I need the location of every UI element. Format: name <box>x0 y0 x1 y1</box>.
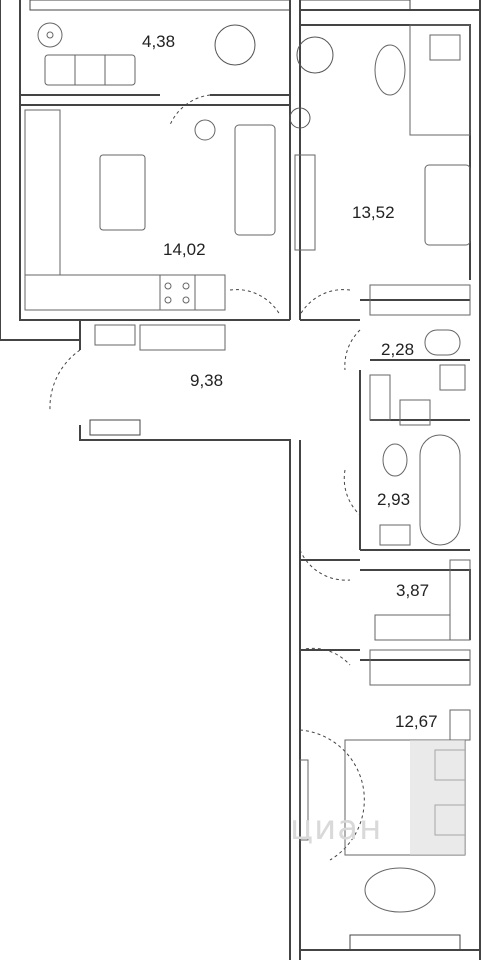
bedroom-2-area-label: 12,67 <box>395 712 438 731</box>
shading <box>410 740 465 855</box>
door-swings <box>49 94 365 861</box>
plant-icon <box>296 36 334 74</box>
balcony-area-label: 4,38 <box>142 32 176 51</box>
windows <box>29 0 461 951</box>
wc-area-label: 2,28 <box>381 340 415 359</box>
bedroom-1-area-label: 13,52 <box>352 203 395 222</box>
furniture <box>24 22 471 913</box>
wardrobe-area-label: 3,87 <box>396 581 430 600</box>
bathroom-area-label: 2,93 <box>377 490 411 509</box>
kitchen-living-area-label: 14,02 <box>163 240 206 259</box>
plant-icon <box>289 107 311 129</box>
watermark: циан <box>290 808 383 848</box>
hall-area-label: 9,38 <box>190 371 224 390</box>
plants <box>214 24 334 129</box>
plant-icon <box>214 24 256 66</box>
